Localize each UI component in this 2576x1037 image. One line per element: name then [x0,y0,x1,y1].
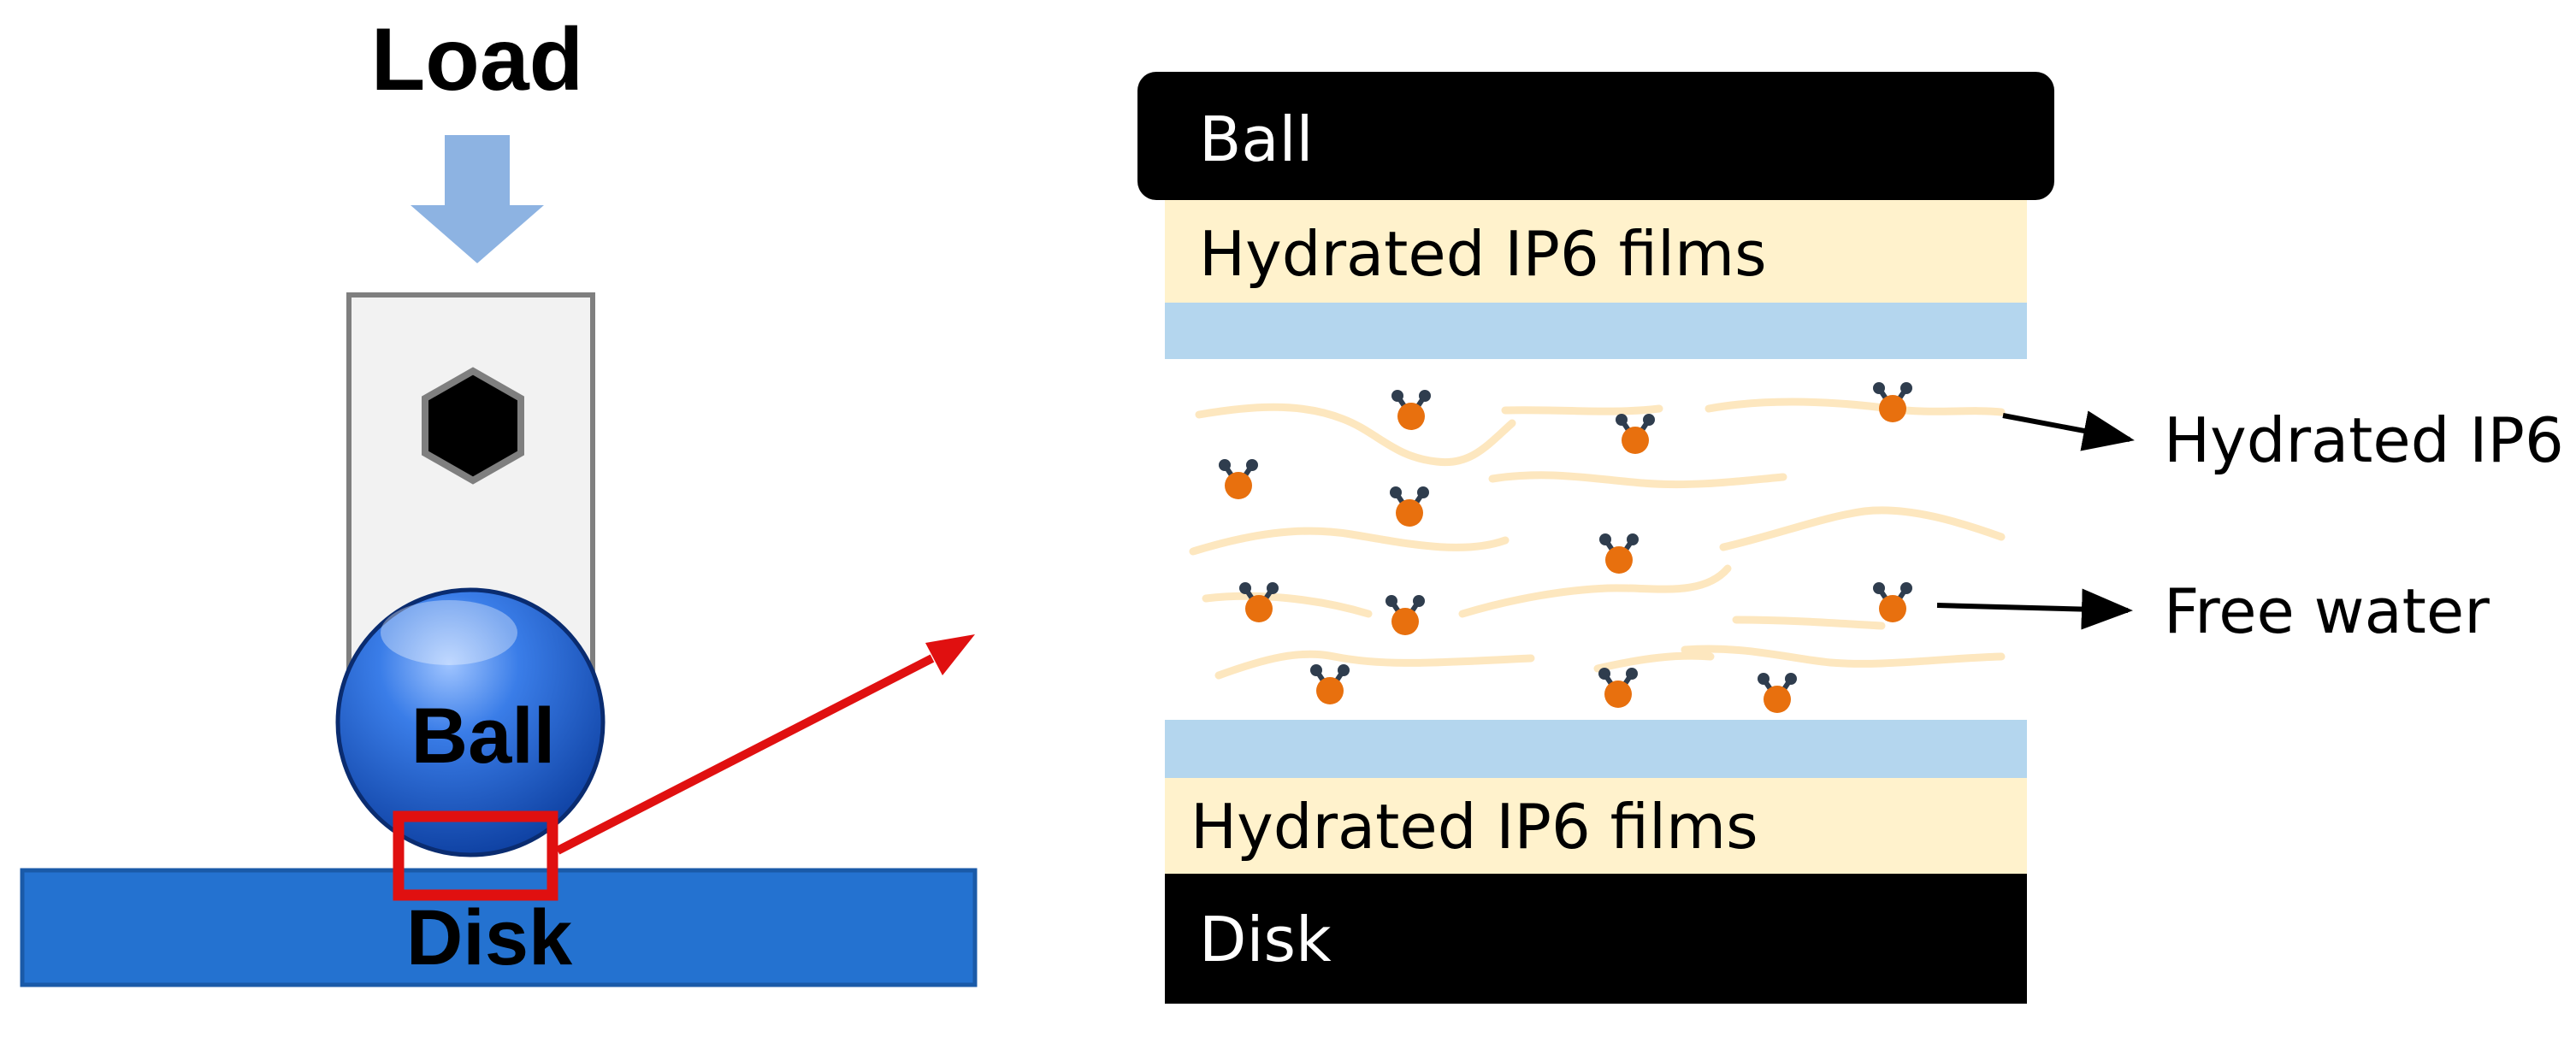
ip6-chain [1488,471,1787,489]
hydrated-ip6-chains [1189,398,2006,680]
ip6-chain [1501,404,1663,415]
ip6-callout-label: Hydrated IP6 [2164,404,2564,476]
ip6-chain [1719,506,2006,551]
ball [335,587,606,857]
ball-shine [381,600,517,665]
ip6-chain [1593,651,1715,673]
water-molecule-icon [1310,664,1350,704]
top-water-band [1165,303,2027,359]
water-molecule-icon [1873,382,1912,422]
bottom-film [1165,778,2027,874]
load-label: Load [371,10,583,109]
ip6-chain [1458,564,1732,618]
ip6-callout-arrow [2002,410,2135,451]
water-molecule-icon [1390,486,1429,527]
ip6-chain [1705,398,2006,416]
water-molecule-icon [1391,390,1431,430]
ip6-chain [1214,650,1535,680]
disk-label: Disk [406,894,573,981]
zoom-arrow-line [555,654,935,855]
water-molecule-icon [1239,582,1279,622]
top-film [1165,200,2027,303]
top-ball-label: Ball [1199,103,1314,175]
ip6-chain [1202,592,1373,618]
water-molecule-icon [1758,673,1797,713]
zoom-arrow-head-icon [925,634,975,675]
contact-highlight-box [393,810,558,901]
water-callout-arrow [1936,588,2133,630]
bottom-film-label: Hydrated IP6 films [1191,791,1758,863]
water-molecule-icon [1385,595,1425,635]
ip6-chain [1189,527,1510,556]
water-molecule-icon [1219,459,1258,499]
water-callout-label: Free water [2164,575,2490,647]
ip6-chain [1681,645,2006,668]
bottom-disk-block [1165,874,2027,1004]
top-ball-block [1137,72,2054,200]
water-molecule-icon [1873,582,1912,622]
ball-label: Ball [411,692,556,780]
water-molecules [1219,382,1912,713]
bottom-water-band [1165,720,2027,778]
ip6-chain [1732,616,1886,630]
load-arrow-icon [411,135,544,263]
water-molecule-icon [1598,668,1638,708]
hexagon-nut-icon [422,367,524,485]
water-molecule-icon [1599,533,1639,574]
disk [20,868,978,987]
ip6-chain [1195,403,1516,467]
water-molecule-icon [1616,414,1655,454]
top-film-label: Hydrated IP6 films [1199,218,1767,290]
bottom-disk-label: Disk [1199,904,1332,975]
